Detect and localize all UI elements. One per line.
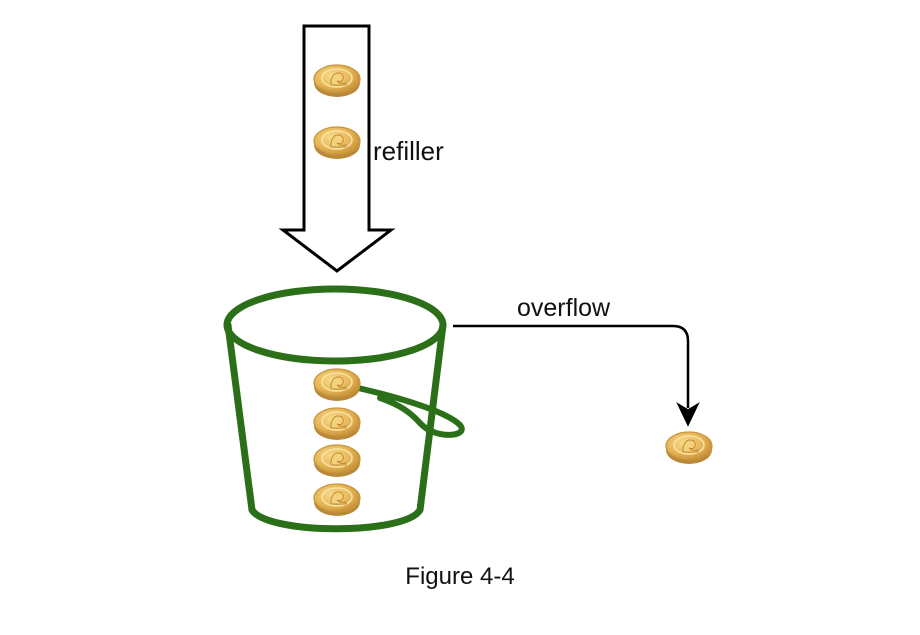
refiller-token [313, 126, 361, 160]
bucket-token [313, 368, 361, 402]
bucket-handle [342, 382, 465, 438]
overflow-arrow [453, 324, 700, 427]
bucket-token [313, 444, 361, 478]
overflow-token [665, 431, 713, 465]
refiller-token [313, 64, 361, 98]
bucket-rim [223, 285, 447, 365]
bucket [223, 285, 465, 533]
overflow-label: overflow [517, 294, 611, 322]
figure-caption: Figure 4-4 [405, 563, 514, 590]
bucket-body [224, 321, 447, 533]
refiller-label: refiller [373, 136, 444, 166]
bucket-token [313, 483, 361, 517]
bucket-token [313, 407, 361, 441]
